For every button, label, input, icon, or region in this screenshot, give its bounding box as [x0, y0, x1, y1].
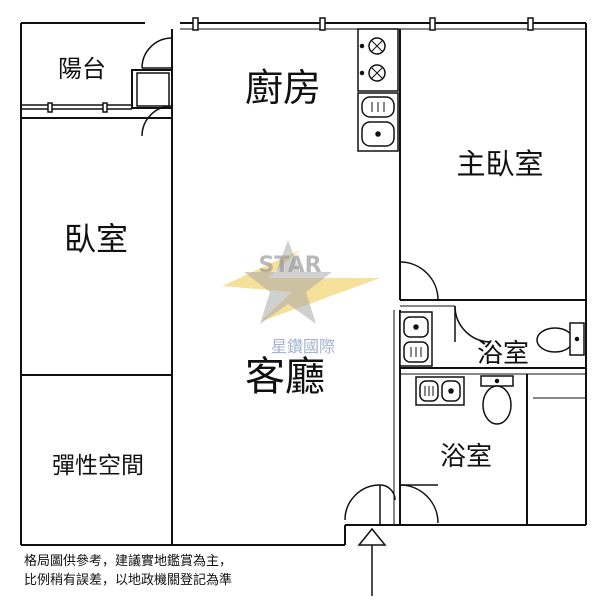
watermark-logo-letters: STAR: [258, 253, 321, 278]
bath-upper-sink-icon: [399, 311, 433, 367]
interior-walls: [21, 29, 586, 545]
room-label-balcony: 陽台: [58, 55, 106, 83]
room-label-bath-upper: 浴室: [477, 339, 529, 369]
disclaimer-line-2: 比例稍有誤差，以地政機關登記為準: [24, 573, 233, 588]
door-swings: [141, 37, 492, 525]
room-label-living-room: 客廳: [245, 354, 325, 400]
toilet-lower-icon: [480, 375, 514, 425]
stove-icon: [357, 28, 399, 92]
disclaimer-note: 格局圖供參考，建議實地鑑賞為主， 比例稍有誤差，以地政機關登記為準: [24, 552, 232, 590]
toilet-upper-icon: [536, 322, 585, 356]
room-label-bath-lower: 浴室: [440, 442, 492, 472]
watermark-company: 星鑽國際: [271, 337, 335, 356]
disclaimer-line-1: 格局圖供參考，建議實地鑑賞為主，: [24, 554, 233, 569]
bath-lower-sink-icon: [415, 376, 465, 406]
room-label-flex-space: 彈性空間: [52, 453, 144, 479]
outer-walls: [20, 22, 587, 546]
entry-arrow: [357, 527, 387, 596]
room-label-bedroom: 臥室: [64, 220, 128, 258]
balcony-area: [21, 69, 173, 113]
watermark-logo: STAR 星鑽國際: [222, 240, 380, 356]
window-markers: [192, 17, 534, 31]
kitchen-sink-icon: [357, 92, 399, 152]
room-label-kitchen: 廚房: [245, 66, 321, 110]
room-label-master-bedroom: 主臥室: [456, 147, 543, 181]
